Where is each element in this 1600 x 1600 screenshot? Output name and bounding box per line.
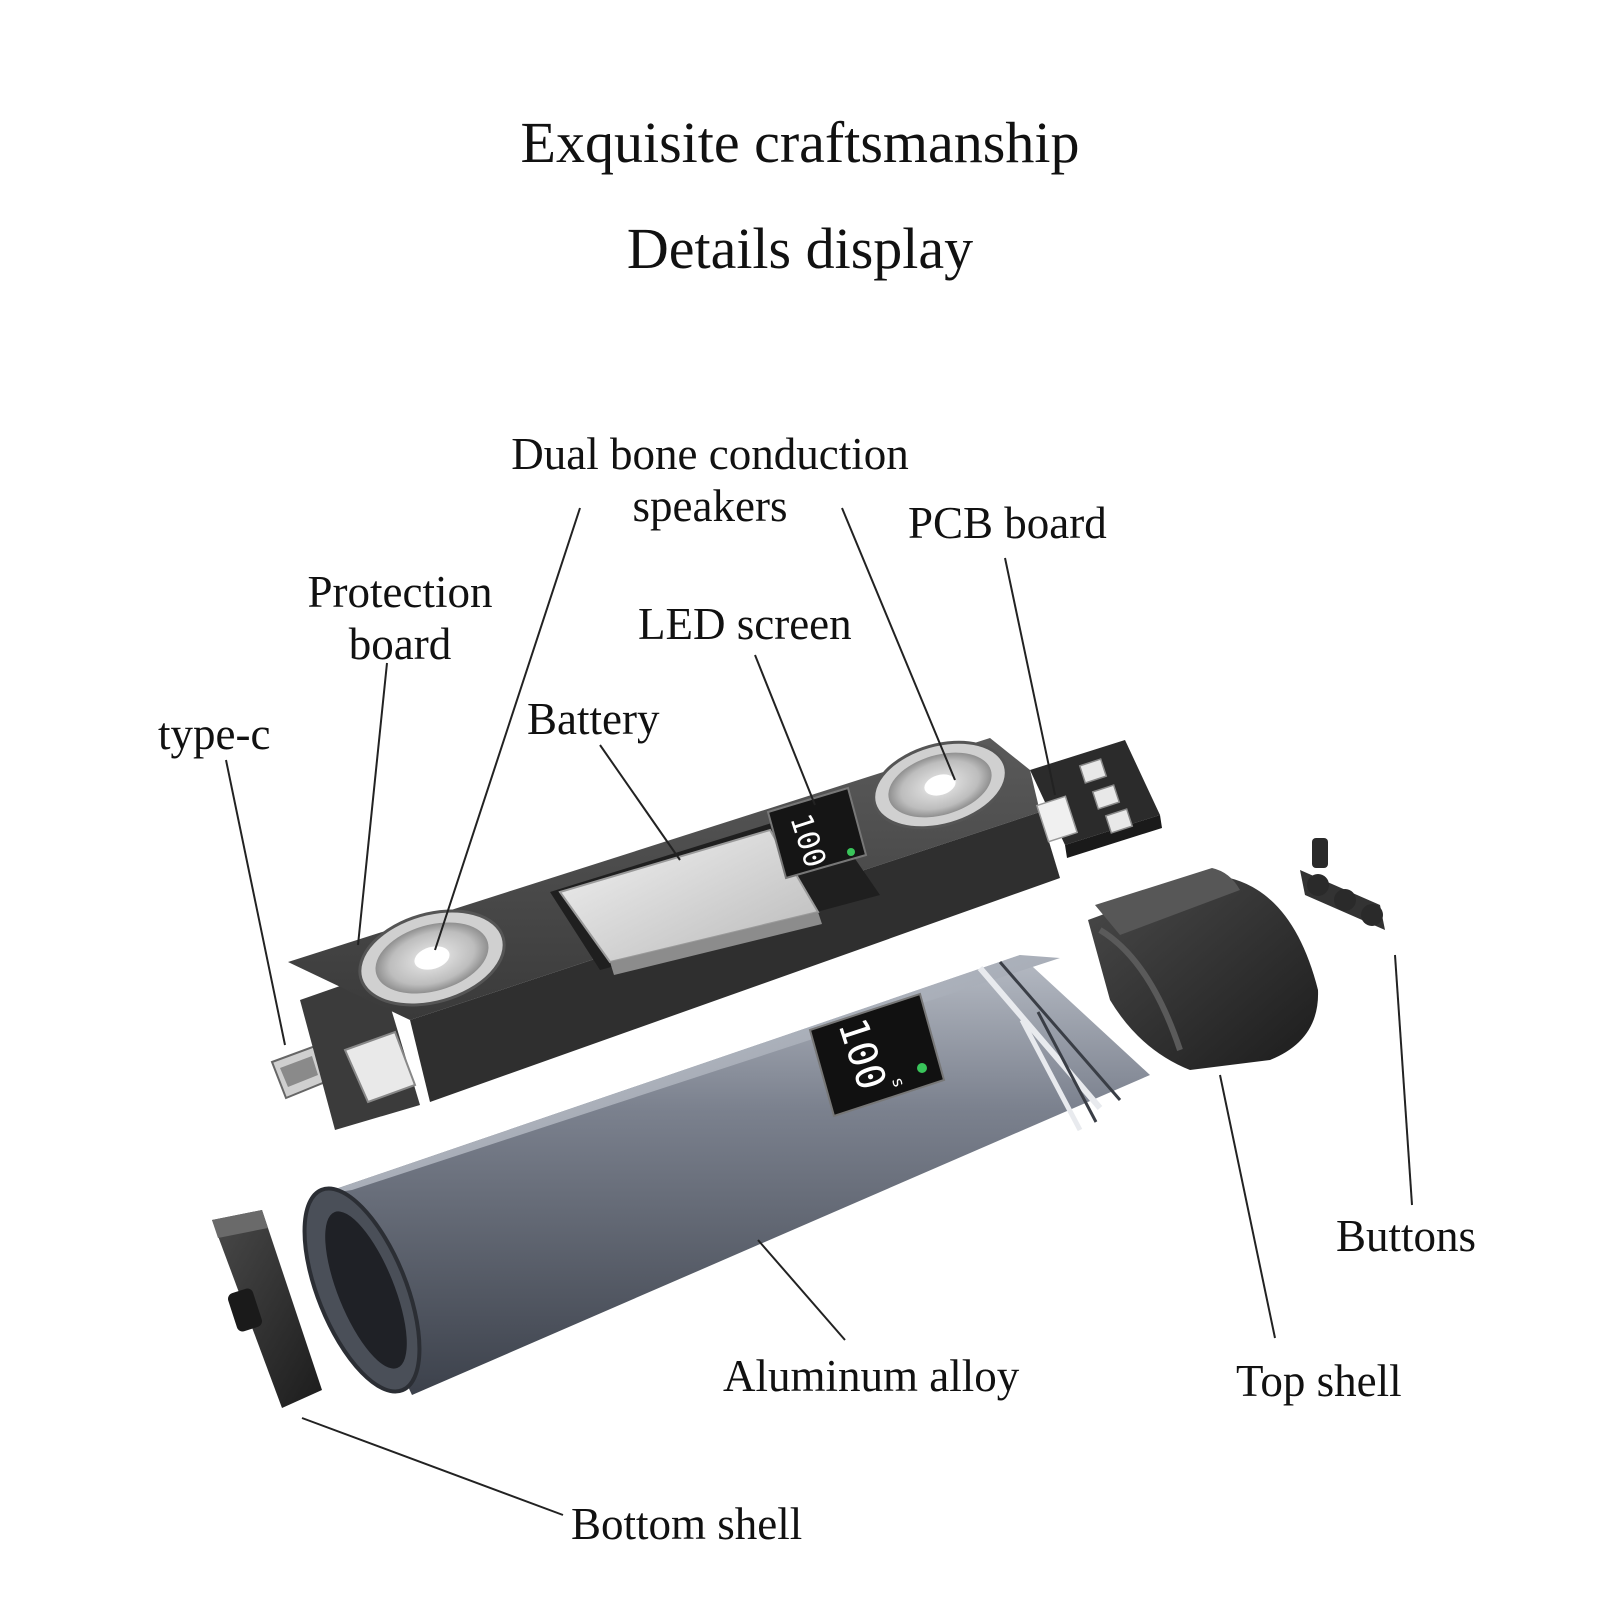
label-pcb-board: PCB board: [908, 498, 1107, 548]
protection-board: [300, 972, 420, 1130]
speaker-left: [358, 909, 506, 1007]
label-protection-board: Protection board: [298, 566, 502, 670]
label-bottom-shell: Bottom shell: [571, 1499, 803, 1549]
label-dual-bone-speakers: Dual bone conduction speakers: [500, 428, 920, 532]
label-top-shell: Top shell: [1236, 1356, 1402, 1406]
battery: [558, 828, 822, 975]
label-protection-line1: Protection: [307, 567, 493, 617]
label-aluminum-alloy: Aluminum alloy: [723, 1351, 1020, 1401]
top-shell: [1088, 868, 1319, 1070]
label-type-c: type-c: [158, 709, 271, 759]
pcb-board: [1030, 740, 1162, 858]
label-dual-bone-line2: speakers: [632, 481, 788, 531]
leader-lines: [225, 507, 1413, 1516]
frame-front-face: [410, 812, 1060, 1102]
label-dual-bone-line1: Dual bone conduction: [511, 429, 909, 479]
label-protection-line2: board: [348, 619, 452, 669]
aluminum-housing: 100 s: [302, 955, 1150, 1395]
label-led-screen: LED screen: [638, 599, 852, 649]
bottom-shell: [212, 1210, 322, 1408]
heading-details: Details display: [626, 216, 974, 281]
led-screen-housing: 100 s: [808, 992, 946, 1118]
label-buttons: Buttons: [1336, 1211, 1477, 1261]
heading-craftsmanship: Exquisite craftsmanship: [520, 110, 1080, 175]
speaker-right: [872, 740, 1008, 830]
led-screen-module: 100: [766, 786, 868, 880]
buttons-part: [1300, 838, 1385, 930]
label-battery: Battery: [527, 694, 660, 744]
type-c-connector: [270, 1043, 332, 1100]
internal-module: 100: [270, 738, 1162, 1130]
